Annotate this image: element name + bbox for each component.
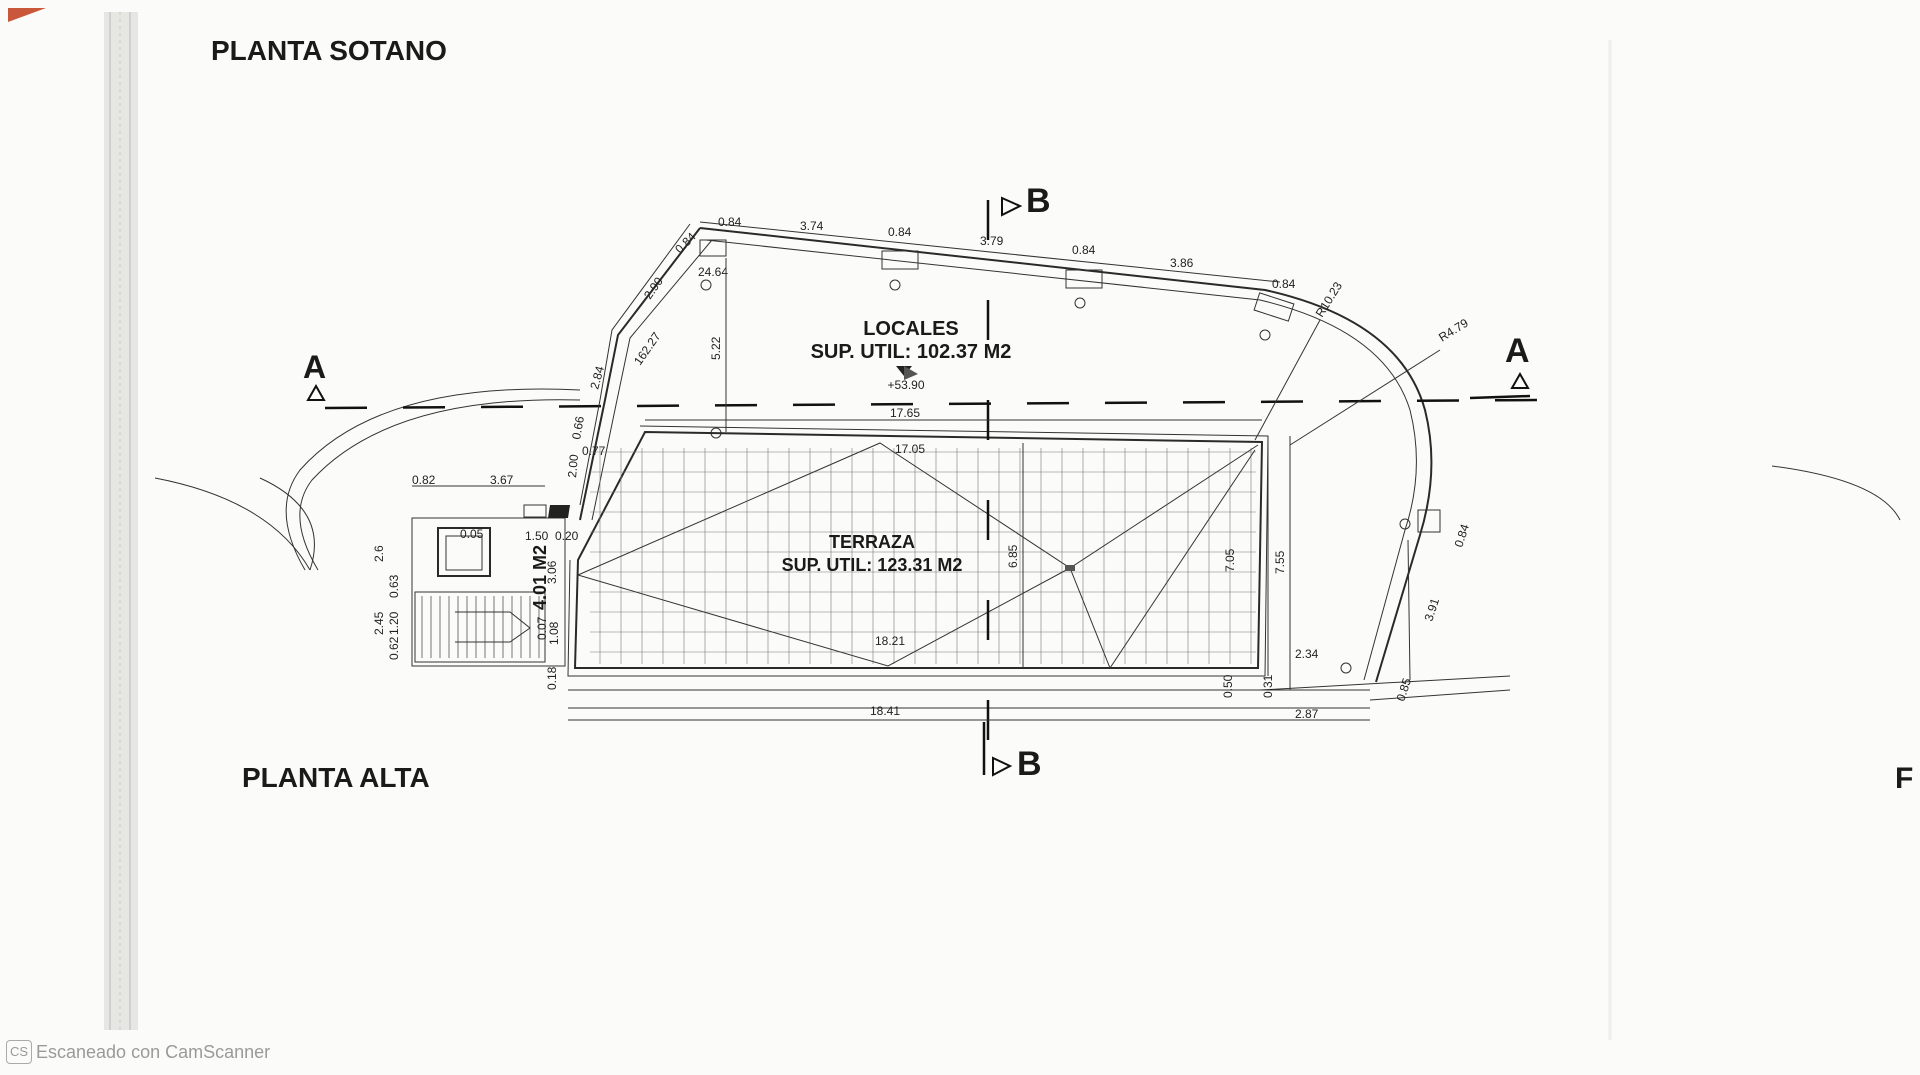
dim-radius-1: R4.79 — [1436, 316, 1471, 345]
roof-slope-lines — [577, 442, 1259, 669]
watermark-text: Escaneado con CamScanner — [36, 1041, 271, 1062]
stair-block — [411, 504, 570, 667]
section-a-left: A — [303, 349, 326, 385]
title-planta-sotano: PLANTA SOTANO — [211, 35, 447, 66]
section-a-right: A — [1505, 332, 1530, 370]
corner-mark — [8, 8, 46, 22]
radius-dimensions: R10.23 R4.79 — [1254, 279, 1471, 446]
dim-top-1: 3.74 — [800, 219, 824, 233]
dim-vert-6: 0.85 — [1394, 676, 1415, 703]
dim-stair-8: 0.62 — [387, 636, 401, 660]
title-partial-right: F — [1895, 762, 1913, 795]
title-planta-alta: PLANTA ALTA — [242, 762, 430, 793]
dim-vert-3: 7.55 — [1273, 550, 1287, 574]
dim-left-3: 0.66 — [569, 415, 587, 441]
room-terraza-area: SUP. UTIL: 123.31 M2 — [782, 555, 963, 575]
room-terraza-name: TERRAZA — [829, 532, 915, 552]
dim-stair-9: 3.06 — [545, 560, 559, 584]
dim-stair-4: 2.6 — [372, 545, 386, 562]
dim-stair-0: 0.82 — [412, 473, 436, 487]
dim-horz-5: 2.87 — [1295, 707, 1319, 721]
dim-left-4: 2.00 — [565, 453, 581, 478]
dim-vert-1: 6.85 — [1006, 544, 1020, 568]
dim-top-0: 0.84 — [718, 215, 742, 229]
dim-vert-0: 5.22 — [709, 336, 723, 360]
dim-stair-5: 2.45 — [372, 611, 386, 635]
level-value: +53.90 — [887, 378, 924, 392]
room-locales-area: SUP. UTIL: 102.37 M2 — [811, 341, 1012, 363]
room-locales-name: LOCALES — [863, 318, 959, 340]
dim-stair-13: 0.50 — [1221, 674, 1235, 698]
dim-horz-2: 18.21 — [875, 634, 905, 648]
dim-horz-3: 18.41 — [870, 704, 900, 718]
dim-left-5: 0.77 — [582, 444, 606, 458]
dim-top-5: 3.86 — [1170, 256, 1194, 270]
dim-horz-0: 17.65 — [890, 406, 920, 420]
dim-left-2: 2.84 — [587, 364, 607, 390]
level-marker-icon — [896, 366, 918, 380]
section-b-top: B — [1026, 182, 1051, 220]
section-lines — [306, 196, 1541, 777]
left-dimension-chain: 0.84 2.90 2.84 0.66 2.00 0.77 162.27 24.… — [565, 223, 728, 506]
dim-left-6: 162.27 — [631, 329, 664, 367]
dim-radius-0: R10.23 — [1313, 279, 1346, 320]
dim-top-6: 0.84 — [1272, 277, 1296, 291]
terrace-tile-grid — [590, 448, 1256, 664]
dim-stair-11: 1.08 — [547, 621, 561, 645]
dim-left-7: 24.64 — [698, 265, 728, 279]
dim-horz-1: 17.05 — [895, 442, 925, 456]
dim-top-2: 0.84 — [888, 225, 912, 239]
dim-stair-15: 0.05 — [460, 527, 484, 541]
dim-vert-5: 0.84 — [1452, 522, 1473, 549]
scan-margin-strip — [104, 12, 138, 1030]
dim-vert-4: 3.91 — [1422, 596, 1443, 623]
terrace-outline — [567, 425, 1511, 709]
dim-stair-1: 3.67 — [490, 473, 514, 487]
stair-area-label: 4.01 M2 — [530, 545, 550, 610]
dim-stair-2: 1.50 — [525, 529, 549, 543]
horizontal-dimensions: 17.65 17.05 18.21 18.41 2.34 2.87 — [568, 406, 1370, 721]
dim-vert-2: 7.05 — [1223, 548, 1237, 572]
basement-outline — [154, 227, 1901, 683]
dim-stair-3: 0.20 — [555, 529, 579, 543]
dim-stair-6: 1.20 — [387, 611, 401, 635]
section-b-bottom: B — [1017, 745, 1042, 783]
stair-dimensions: 0.82 3.67 1.50 0.20 2.6 2.45 1.20 0.63 0… — [372, 473, 1275, 698]
dim-top-3: 3.79 — [980, 234, 1004, 248]
dim-stair-10: 0.07 — [535, 616, 549, 640]
dim-stair-14: 0.31 — [1261, 674, 1275, 698]
top-dimension-chain: 0.84 3.74 0.84 3.79 0.84 3.86 0.84 — [699, 215, 1296, 291]
vertical-dimensions: 5.22 6.85 7.05 7.55 3.91 0.84 0.85 — [709, 258, 1472, 703]
camscanner-logo-icon: CS — [6, 1040, 32, 1064]
dim-stair-12: 0.18 — [545, 666, 559, 690]
dim-stair-7: 0.63 — [387, 574, 401, 598]
dim-horz-4: 2.34 — [1295, 647, 1319, 661]
dim-top-4: 0.84 — [1072, 243, 1096, 257]
camscanner-watermark: CS Escaneado con CamScanner — [6, 1040, 270, 1064]
